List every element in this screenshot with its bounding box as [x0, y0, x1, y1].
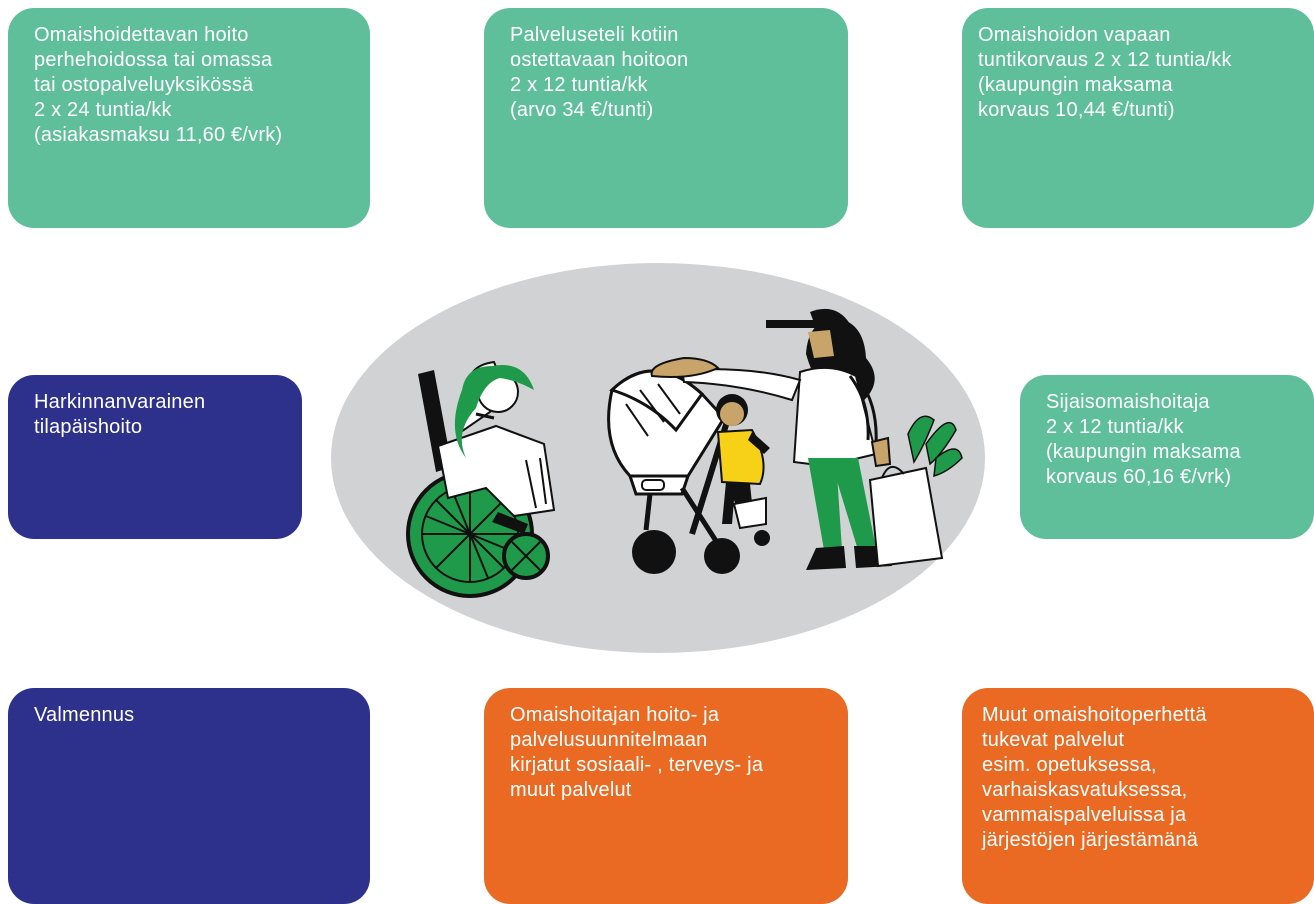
box-text-line: (kaupungin maksama — [1046, 441, 1241, 463]
box-middle-right: Sijaisomaishoitaja 2 x 12 tuntia/kk (kau… — [1020, 375, 1314, 539]
box-top-right: Omaishoidon vapaan tuntikorvaus 2 x 12 t… — [962, 8, 1314, 228]
box-text-line: (arvo 34 €/tunti) — [510, 99, 654, 121]
box-text-line: Valmennus — [34, 704, 135, 726]
box-text-line: 2 x 24 tuntia/kk — [34, 99, 172, 121]
box-text-line: Omaishoidon vapaan — [978, 24, 1171, 46]
box-text-line: tai ostopalveluyksikössä — [34, 74, 254, 96]
box-text-line: varhaiskasvatuksessa, — [982, 779, 1188, 801]
box-bottom-middle: Omaishoitajan hoito- ja palvelusuunnitel… — [484, 688, 848, 904]
box-text-line: Harkinnanvarainen — [34, 391, 206, 413]
box-text-line: Muut omaishoitoperhettä — [982, 704, 1207, 726]
box-text-line: muut palvelut — [510, 779, 632, 801]
adult-figure-icon — [650, 308, 892, 570]
box-text-line: tukevat palvelut — [982, 729, 1125, 751]
stroller-icon — [607, 369, 770, 574]
box-text-line: palvelusuunnitelmaan — [510, 729, 708, 751]
child-icon — [716, 394, 770, 530]
box-text-line: korvaus 10,44 €/tunti) — [978, 99, 1175, 121]
box-text-line: kirjatut sosiaali- , terveys- ja — [510, 754, 764, 776]
box-text-line: (kaupungin maksama — [978, 74, 1173, 96]
shopping-bag-icon — [868, 415, 963, 568]
box-top-left: Omaishoidettavan hoito perhehoidossa tai… — [8, 8, 370, 228]
family-illustration — [331, 263, 985, 653]
box-bottom-left: Valmennus — [8, 688, 370, 904]
box-text-line: tuntikorvaus 2 x 12 tuntia/kk — [978, 49, 1232, 71]
box-text-line: järjestöjen järjestämänä — [982, 829, 1199, 851]
box-top-middle: Palveluseteli kotiin ostettavaan hoitoon… — [484, 8, 848, 228]
box-text-line: Omaishoidettavan hoito — [34, 24, 249, 46]
box-text-line: 2 x 12 tuntia/kk — [510, 74, 648, 96]
box-middle-left: Harkinnanvarainen tilapäishoito — [8, 375, 302, 539]
box-text-line: ostettavaan hoitoon — [510, 49, 689, 71]
box-text-line: Palveluseteli kotiin — [510, 24, 679, 46]
box-text-line: korvaus 60,16 €/vrk) — [1046, 466, 1232, 488]
box-text-line: Sijaisomaishoitaja — [1046, 391, 1210, 413]
box-text-line: vammaispalveluissa ja — [982, 804, 1187, 826]
box-text-line: 2 x 12 tuntia/kk — [1046, 416, 1184, 438]
box-text-line: tilapäishoito — [34, 416, 143, 438]
box-text-line: Omaishoitajan hoito- ja — [510, 704, 720, 726]
box-bottom-right: Muut omaishoitoperhettä tukevat palvelut… — [962, 688, 1314, 904]
box-text-line: (asiakasmaksu 11,60 €/vrk) — [34, 124, 283, 146]
wheelchair-user-icon — [406, 360, 556, 598]
box-text-line: esim. opetuksessa, — [982, 754, 1157, 776]
box-text-line: perhehoidossa tai omassa — [34, 49, 273, 71]
